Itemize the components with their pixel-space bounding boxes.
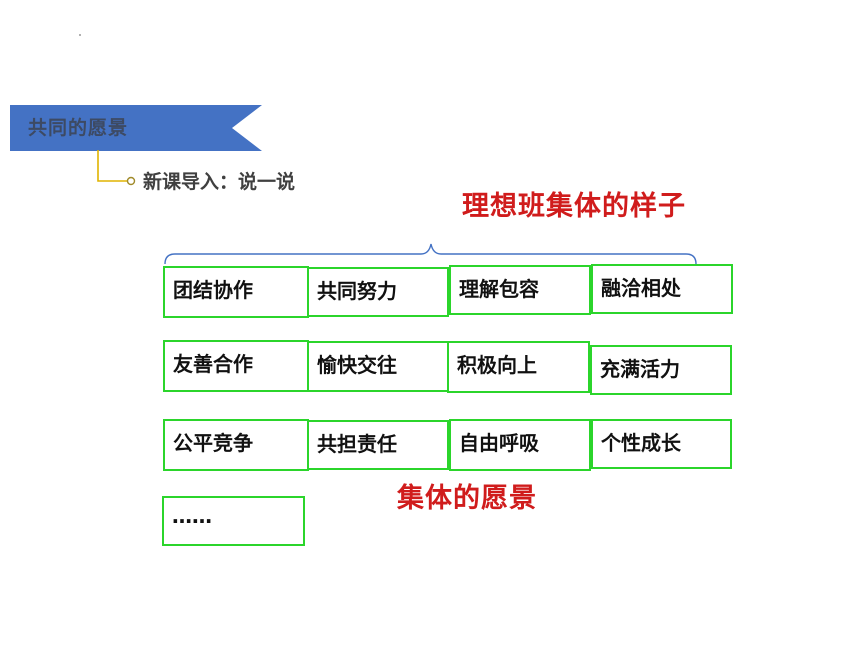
grid-box-2-4: 充满活力 (590, 345, 732, 395)
grid-box-1-3: 理解包容 (449, 265, 591, 315)
grid-box-3-1: 公平竞争 (163, 419, 309, 471)
grid-box-2-2: 愉快交往 (307, 341, 449, 392)
grid-box-1-4: 融洽相处 (591, 264, 733, 314)
grid-box-2-1: 友善合作 (163, 340, 309, 392)
curly-brace (164, 243, 697, 264)
heading-ideal-class: 理想班集体的样子 (462, 191, 686, 222)
grid-box-2-3: 积极向上 (447, 341, 590, 393)
grid-box-more: …… (162, 496, 305, 546)
subtitle: 新课导入：说一说 (143, 171, 296, 193)
grid-box-1-1: 团结协作 (163, 266, 309, 318)
decorative-dot (79, 34, 81, 36)
grid-box-3-4: 个性成长 (591, 419, 732, 469)
banner-shape (10, 105, 262, 151)
section-banner: 共同的愿景 (10, 105, 262, 151)
grid-box-3-3: 自由呼吸 (449, 419, 591, 471)
grid-box-3-2: 共担责任 (307, 420, 449, 470)
connector-line (97, 150, 136, 186)
section-title: 共同的愿景 (28, 117, 129, 139)
heading-collective-vision: 集体的愿景 (397, 483, 537, 514)
grid-box-1-2: 共同努力 (307, 267, 449, 317)
